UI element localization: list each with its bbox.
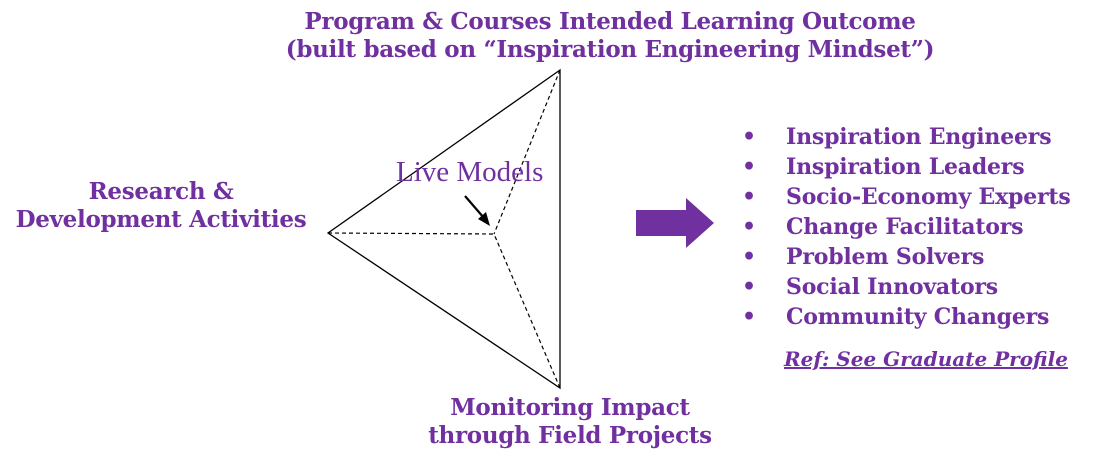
list-item-label: Community Changers bbox=[786, 304, 1050, 330]
bullet-icon: • bbox=[742, 124, 756, 150]
bullet-icon: • bbox=[742, 184, 756, 210]
bottom-label-line2: through Field Projects bbox=[428, 422, 712, 449]
list-item: • Inspiration Engineers bbox=[742, 122, 1071, 152]
list-item-label: Inspiration Engineers bbox=[786, 124, 1052, 150]
list-item: • Change Facilitators bbox=[742, 212, 1071, 242]
list-item: • Problem Solvers bbox=[742, 242, 1071, 272]
list-item-label: Change Facilitators bbox=[786, 214, 1024, 240]
list-item-label: Socio-Economy Experts bbox=[786, 184, 1071, 210]
bottom-vertex-label: Monitoring Impact through Field Projects bbox=[410, 394, 730, 450]
bullet-icon: • bbox=[742, 214, 756, 240]
dashed-edge-top bbox=[493, 69, 561, 235]
dashed-edge-left bbox=[327, 232, 495, 235]
pointer-arrow-head bbox=[478, 212, 490, 226]
list-item: • Community Changers bbox=[742, 302, 1071, 332]
bullet-icon: • bbox=[742, 274, 756, 300]
outcomes-list: • Inspiration Engineers • Inspiration Lead… bbox=[742, 122, 1071, 332]
list-item: • Social Innovators bbox=[742, 272, 1071, 302]
list-item-label: Social Innovators bbox=[786, 274, 998, 300]
top-label-line2: (built based on “Inspiration Engineering… bbox=[285, 36, 935, 63]
left-vertex-label: Research & Development Activities bbox=[6, 178, 316, 234]
big-right-arrow-icon bbox=[636, 198, 714, 248]
list-item-label: Inspiration Leaders bbox=[786, 154, 1025, 180]
left-label-line1: Research & bbox=[88, 178, 234, 205]
list-item: • Inspiration Leaders bbox=[742, 152, 1071, 182]
left-label-line2: Development Activities bbox=[15, 206, 307, 233]
pointer-arrow-shaft bbox=[464, 195, 485, 219]
list-item: • Socio-Economy Experts bbox=[742, 182, 1071, 212]
bullet-icon: • bbox=[742, 154, 756, 180]
bullet-icon: • bbox=[742, 304, 756, 330]
bottom-label-line1: Monitoring Impact bbox=[450, 394, 690, 421]
top-vertex-label: Program & Courses Intended Learning Outc… bbox=[270, 8, 950, 64]
graduate-profile-reference-link[interactable]: Ref: See Graduate Profile bbox=[784, 347, 1068, 371]
center-label: Live Models bbox=[396, 156, 544, 188]
list-item-label: Problem Solvers bbox=[786, 244, 985, 270]
bullet-icon: • bbox=[742, 244, 756, 270]
top-label-line1: Program & Courses Intended Learning Outc… bbox=[304, 8, 916, 35]
dashed-edge-bottom bbox=[493, 233, 561, 389]
pyramid-outline bbox=[326, 68, 561, 390]
